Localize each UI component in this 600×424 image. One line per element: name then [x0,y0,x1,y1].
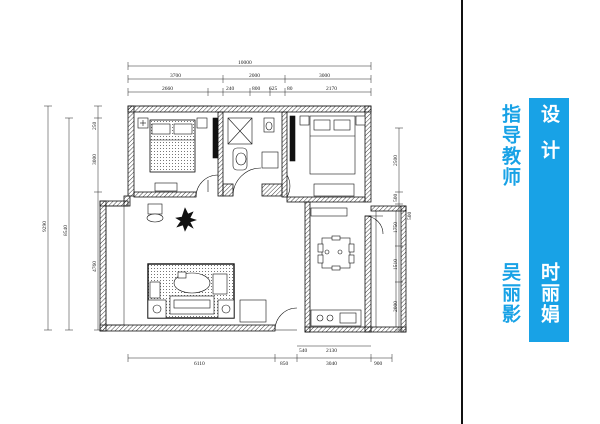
dim-top2-1: 2660 [162,86,173,92]
dimension-lines [44,62,403,362]
dim-top-2: 2000 [249,73,260,79]
dim-bottom-inner-1: 540 [299,348,308,354]
bedroom-2 [286,115,366,198]
dim-left-mid: 8540 [63,225,69,236]
dim-top2-2: 240 [226,86,235,92]
designer-label: 设计 [538,104,560,176]
dim-bottom-4: 900 [374,361,383,367]
dim-right-extra: 500 [407,212,413,221]
dim-left-inner-3: 4760 [92,261,98,272]
dim-right-2: 500 [393,194,399,203]
dim-right-1: 2500 [393,155,399,166]
bedroom-1 [137,117,219,198]
bathroom [227,117,279,197]
dim-left-inner-1: 250 [92,122,98,131]
dim-left-inner-2: 3000 [92,154,98,165]
dim-bottom-3: 3040 [326,361,337,367]
walls [99,105,407,333]
panel-divider [461,0,463,424]
dim-overall-top: 10000 [238,60,252,66]
kitchen-dining [310,207,384,327]
floor-plan: 10000 3700 2000 3000 2660 240 800 625 80… [42,60,413,367]
dim-top-1: 3700 [170,73,181,79]
dim-bottom-1: 6110 [194,361,205,367]
advisor-label: 指导教师 [499,104,521,188]
advisor-name: 吴丽影 [499,262,521,325]
dim-top2-3: 800 [252,86,261,92]
dim-top-3: 3000 [319,73,330,79]
dim-left-outer: 9290 [42,221,48,232]
living-room [146,203,298,331]
dim-top2-6: 2170 [326,86,337,92]
window-lines [105,105,397,327]
dim-bottom-inner-2: 2130 [326,348,337,354]
designer-name: 时丽娟 [538,262,560,325]
dim-top2-5: 80 [287,86,293,92]
dim-top2-4: 625 [269,86,278,92]
designer-panel [529,98,569,342]
dim-bottom-2: 850 [280,361,289,367]
